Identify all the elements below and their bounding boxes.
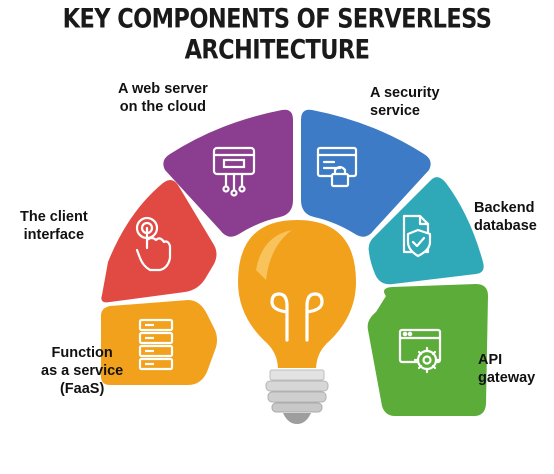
label-client: The client interface (20, 208, 88, 244)
label-web-server-line-2: on the cloud (119, 99, 206, 115)
bulb-thread-2 (267, 391, 327, 403)
segment-database-shape (368, 177, 484, 285)
label-faas-line-1: Function (51, 345, 113, 361)
label-security-line-1: A security (370, 85, 440, 101)
bulb-filament (270, 292, 324, 342)
label-api-gateway: API gateway (478, 351, 535, 387)
label-faas-line-3: (FaaS) (59, 381, 105, 397)
segment-security-shape (301, 109, 431, 237)
label-faas-line-2: as a service (41, 363, 124, 379)
touch-hand-icon (135, 216, 172, 272)
label-security: A security service (370, 84, 440, 120)
page-title: KEY COMPONENTS OF SERVERLESS ARCHITECTUR… (62, 4, 492, 66)
label-api-gateway-line-2: gateway (478, 370, 536, 386)
cloud-network-icon (212, 146, 256, 197)
label-database-line-1: Backend (474, 200, 535, 216)
segment-client (101, 179, 217, 303)
segment-web-server (163, 109, 293, 237)
server-rack-icon (138, 318, 174, 371)
segment-database (368, 177, 484, 285)
label-web-server: A web server on the cloud (118, 80, 208, 116)
bulb-glass (233, 215, 361, 372)
label-api-gateway-line-1: API (478, 352, 503, 368)
segment-client-shape (101, 179, 217, 303)
lightbulb-icon (233, 215, 361, 424)
secure-window-icon (316, 146, 358, 188)
bulb-collar (269, 369, 325, 381)
bulb-thread-3 (271, 402, 323, 413)
label-database-line-2: database (474, 218, 537, 234)
bulb-thread-1 (265, 380, 329, 392)
label-security-line-2: service (370, 103, 420, 119)
shield-document-icon (402, 214, 432, 258)
label-faas: Function as a service (FaaS) (41, 344, 123, 398)
label-database: Backend database (474, 199, 537, 235)
window-gear-icon (398, 328, 442, 374)
bulb-highlight (256, 230, 292, 280)
segment-faas (100, 300, 217, 385)
segment-api-gateway (367, 284, 488, 417)
segment-security (301, 109, 431, 237)
label-client-line-1: The client (20, 209, 88, 225)
label-web-server-line-1: A web server (118, 81, 208, 97)
bulb-tip (283, 413, 311, 424)
label-client-line-2: interface (23, 227, 85, 243)
